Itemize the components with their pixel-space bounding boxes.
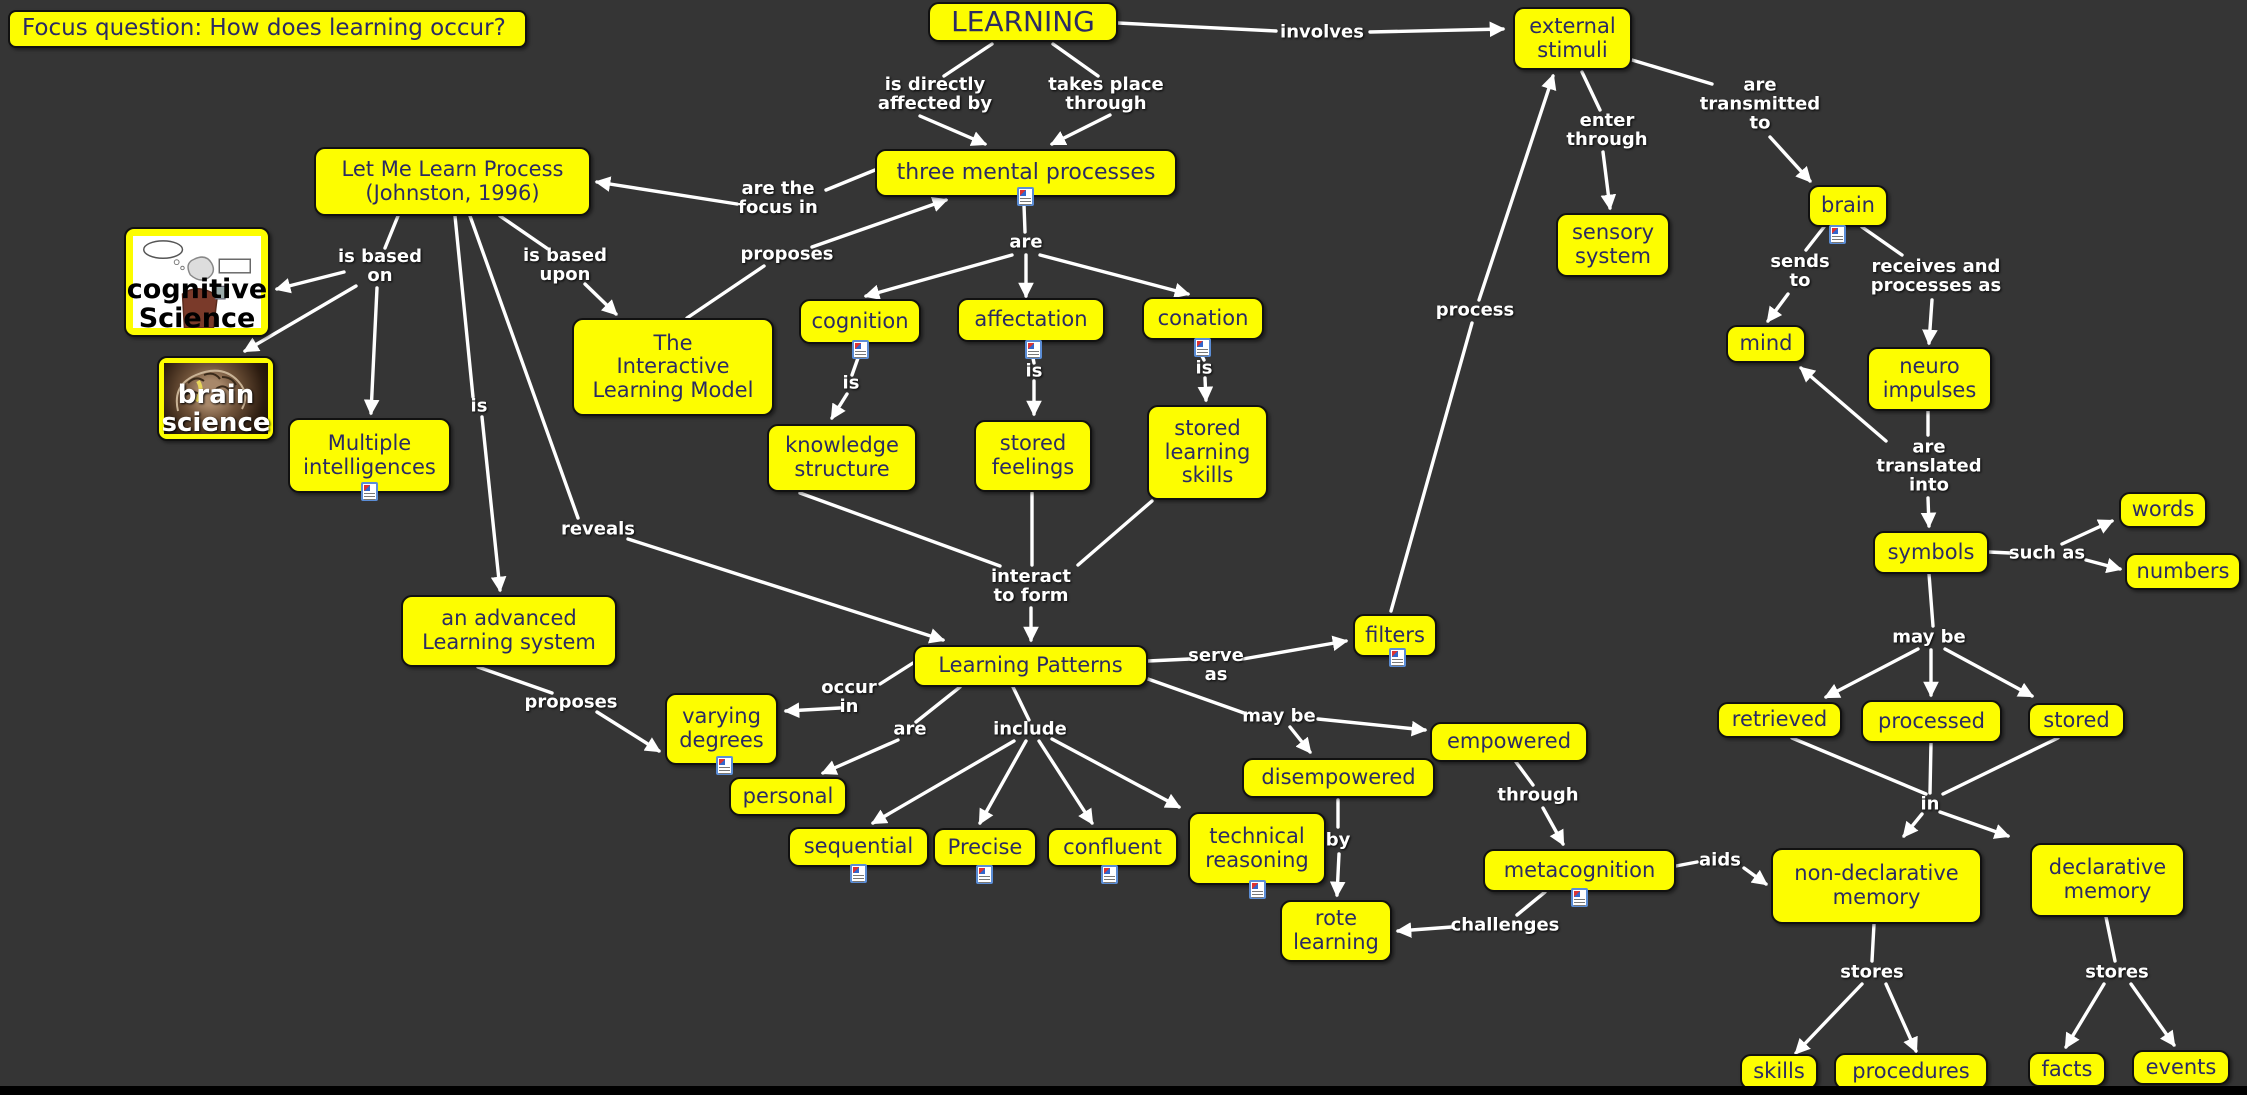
edge-label-reveals[interactable]: reveals [560, 518, 636, 540]
resource-icon[interactable] [1829, 225, 1846, 244]
resource-icon[interactable] [1194, 338, 1211, 357]
symbols-node[interactable]: symbols [1873, 531, 1989, 574]
edge-label-are-patterns[interactable]: are [893, 718, 927, 740]
interactive-learning-model-node[interactable]: The Interactive Learning Model [572, 318, 774, 416]
external-stimuli-node[interactable]: external stimuli [1513, 7, 1632, 70]
advanced-learning-system-node[interactable]: an advanced Learning system [401, 595, 617, 667]
affectation-node[interactable]: affectation [957, 298, 1105, 342]
edge-label-receives-and-processes-as[interactable]: receives and processes as [1870, 256, 2002, 296]
metacognition-node[interactable]: metacognition [1483, 849, 1676, 892]
procedures-node[interactable]: procedures [1834, 1053, 1988, 1090]
edge-label-serve-as[interactable]: serve as [1188, 645, 1244, 685]
edge-label-such-as[interactable]: such as [2008, 542, 2086, 564]
edge-label-is-cognition[interactable]: is [842, 372, 860, 394]
declarative-memory-node[interactable]: declarative memory [2030, 843, 2185, 917]
brain-science-label: brain science [161, 380, 271, 438]
resource-icon[interactable] [1017, 187, 1034, 206]
brain-node[interactable]: brain [1808, 185, 1888, 227]
resource-icon[interactable] [1389, 648, 1406, 667]
resource-icon[interactable] [1571, 888, 1588, 907]
edge-label-involves[interactable]: involves [1280, 21, 1364, 43]
edge-label-proposes-top[interactable]: proposes [740, 243, 834, 265]
stored-node[interactable]: stored [2028, 703, 2125, 738]
focus-question-node[interactable]: Focus question: How does learning occur? [8, 10, 527, 48]
let-me-learn-process-node[interactable]: Let Me Learn Process (Johnston, 1996) [314, 147, 591, 216]
mind-node[interactable]: mind [1726, 325, 1806, 363]
neuro-impulses-node[interactable]: neuro impulses [1867, 347, 1992, 411]
edge-label-interact-to-form[interactable]: interact to form [990, 566, 1072, 606]
edge-label-are-transmitted-to[interactable]: are transmitted to [1699, 74, 1821, 134]
edge-label-are-processes[interactable]: are [1009, 231, 1043, 253]
edge-label-stores-dm[interactable]: stores [2085, 961, 2149, 983]
edge-label-sends-to[interactable]: sends to [1770, 251, 1830, 291]
edge-label-occur-in[interactable]: occur in [821, 677, 877, 717]
resource-icon[interactable] [716, 756, 733, 775]
varying-degrees-node[interactable]: varying degrees [665, 693, 778, 765]
non-declarative-memory-node[interactable]: non-declarative memory [1771, 848, 1982, 924]
stored-learning-skills-node[interactable]: stored learning skills [1147, 405, 1268, 500]
brain-science-image-node[interactable]: brain science [157, 356, 275, 441]
rote-learning-node[interactable]: rote learning [1280, 900, 1392, 962]
stored-feelings-node[interactable]: stored feelings [974, 420, 1092, 492]
edge-label-is-affectation[interactable]: is [1025, 360, 1043, 382]
cognitive-science-image [133, 236, 261, 328]
edge-label-may-be-patterns[interactable]: may be [1242, 705, 1316, 727]
edge-label-by[interactable]: by [1325, 829, 1351, 851]
knowledge-structure-node[interactable]: knowledge structure [767, 424, 917, 492]
conation-node[interactable]: conation [1142, 297, 1264, 340]
edge-label-process[interactable]: process [1435, 299, 1515, 321]
disempowered-node[interactable]: disempowered [1242, 758, 1435, 798]
edge-label-is-conation[interactable]: is [1195, 357, 1213, 379]
edge-label-stores-ndm[interactable]: stores [1840, 961, 1904, 983]
learning-patterns-node[interactable]: Learning Patterns [913, 645, 1148, 687]
canvas-bottom-edge [0, 1086, 2247, 1095]
edge-label-enter-through[interactable]: enter through [1566, 110, 1648, 150]
resource-icon[interactable] [1101, 865, 1118, 884]
edge-label-is-lmlp[interactable]: is [470, 395, 488, 417]
edge-label-is-based-upon[interactable]: is based upon [523, 245, 607, 285]
resource-icon[interactable] [850, 864, 867, 883]
sequential-node[interactable]: sequential [788, 827, 929, 867]
resource-icon[interactable] [1249, 880, 1266, 899]
technical-reasoning-node[interactable]: technical reasoning [1188, 812, 1326, 885]
numbers-node[interactable]: numbers [2125, 553, 2241, 590]
cognitive-science-label: cognitive Science [126, 274, 268, 334]
learning-node[interactable]: LEARNING [928, 2, 1118, 42]
edge-label-proposes-bottom[interactable]: proposes [524, 691, 618, 713]
edge-label-through[interactable]: through [1497, 784, 1579, 806]
skills-node[interactable]: skills [1740, 1054, 1818, 1090]
personal-node[interactable]: personal [729, 777, 847, 816]
processed-node[interactable]: processed [1861, 700, 2002, 743]
resource-icon[interactable] [361, 482, 378, 501]
resource-icon[interactable] [976, 865, 993, 884]
confluent-node[interactable]: confluent [1047, 828, 1178, 867]
edge-label-include[interactable]: include [993, 718, 1067, 740]
cognitive-science-image-node[interactable]: cognitive Science [124, 227, 270, 337]
edge-label-takes-place-through[interactable]: takes place through [1048, 74, 1164, 114]
edge-label-may-be-symbols[interactable]: may be [1892, 626, 1966, 648]
edge-label-is-based-on[interactable]: is based on [338, 246, 422, 286]
retrieved-node[interactable]: retrieved [1717, 702, 1842, 738]
empowered-node[interactable]: empowered [1430, 722, 1588, 762]
multiple-intelligences-node[interactable]: Multiple intelligences [288, 418, 451, 493]
facts-node[interactable]: facts [2028, 1052, 2106, 1087]
sensory-system-node[interactable]: sensory system [1556, 213, 1670, 277]
cognition-node[interactable]: cognition [799, 299, 921, 344]
resource-icon[interactable] [852, 340, 869, 359]
edge-label-aids[interactable]: aids [1699, 849, 1741, 871]
edge-label-in[interactable]: in [1920, 793, 1940, 815]
precise-node[interactable]: Precise [933, 828, 1037, 867]
edge-label-is-directly-affected-by[interactable]: is directly affected by [877, 74, 993, 114]
resource-icon[interactable] [1025, 340, 1042, 359]
brain-science-image [164, 363, 268, 434]
edge-label-challenges[interactable]: challenges [1450, 914, 1560, 936]
edge-label-are-translated-into[interactable]: are translated into [1876, 436, 1982, 496]
edge-label-are-the-focus-in[interactable]: are the focus in [738, 178, 818, 218]
words-node[interactable]: words [2119, 492, 2207, 528]
events-node[interactable]: events [2132, 1050, 2230, 1085]
